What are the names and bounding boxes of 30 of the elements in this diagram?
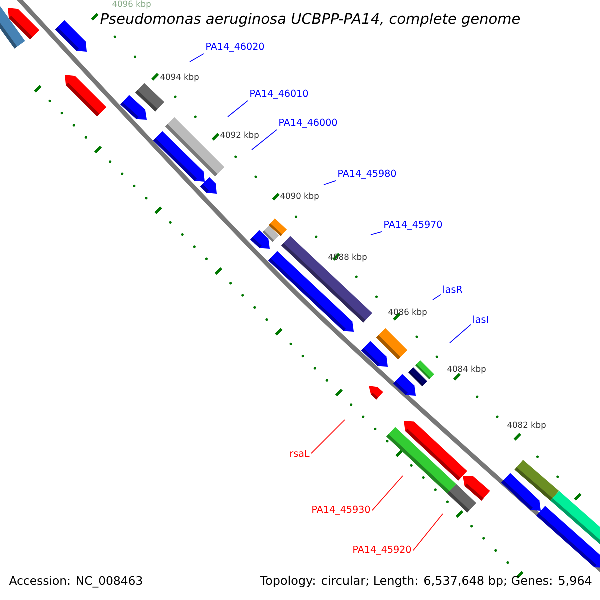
leader-line — [228, 100, 248, 118]
title: Pseudomonas aeruginosa UCBPP-PA14, complete genome — [100, 13, 520, 28]
footer-text: Topology: circular; Length: 6,537,648 bp; Genes: 5,964 — [260, 576, 592, 588]
leader-line — [252, 130, 278, 150]
tick-label: 4092 kbp — [220, 132, 259, 140]
leader-line — [450, 324, 472, 344]
tick-label: 4082 kbp — [508, 422, 546, 430]
leader-line — [413, 514, 444, 551]
leader-line — [324, 180, 336, 186]
leader-line — [372, 476, 404, 511]
tick-label: 4096 kbp — [112, 0, 151, 9]
leader-line — [370, 232, 382, 236]
gene-label: PA14_45980 — [338, 170, 396, 180]
leader-line — [432, 294, 442, 300]
tick-label: 4090 kbp — [280, 192, 319, 201]
gene-label: PA14_45920 — [354, 546, 412, 556]
gene-label: PA14_46020 — [206, 42, 264, 52]
gene-label: PA14_45930 — [312, 506, 370, 516]
gene-label: PA14_46000 — [280, 118, 338, 128]
gene-label: rsaL — [290, 450, 310, 458]
footer-text: Accession: NC_008463 — [9, 576, 142, 588]
tick-label: 4094 kbp — [160, 74, 199, 82]
tick-label: 4084 kbp — [448, 366, 486, 374]
tick-label: 4086 kbp — [388, 308, 427, 317]
leader-line — [311, 420, 346, 454]
gene-label: PA14_46010 — [250, 90, 308, 100]
gene-label: PA14_45970 — [384, 220, 442, 230]
leader-line — [190, 54, 204, 62]
gene-label: lasR — [444, 286, 463, 294]
gene-label: lasI — [474, 316, 488, 324]
